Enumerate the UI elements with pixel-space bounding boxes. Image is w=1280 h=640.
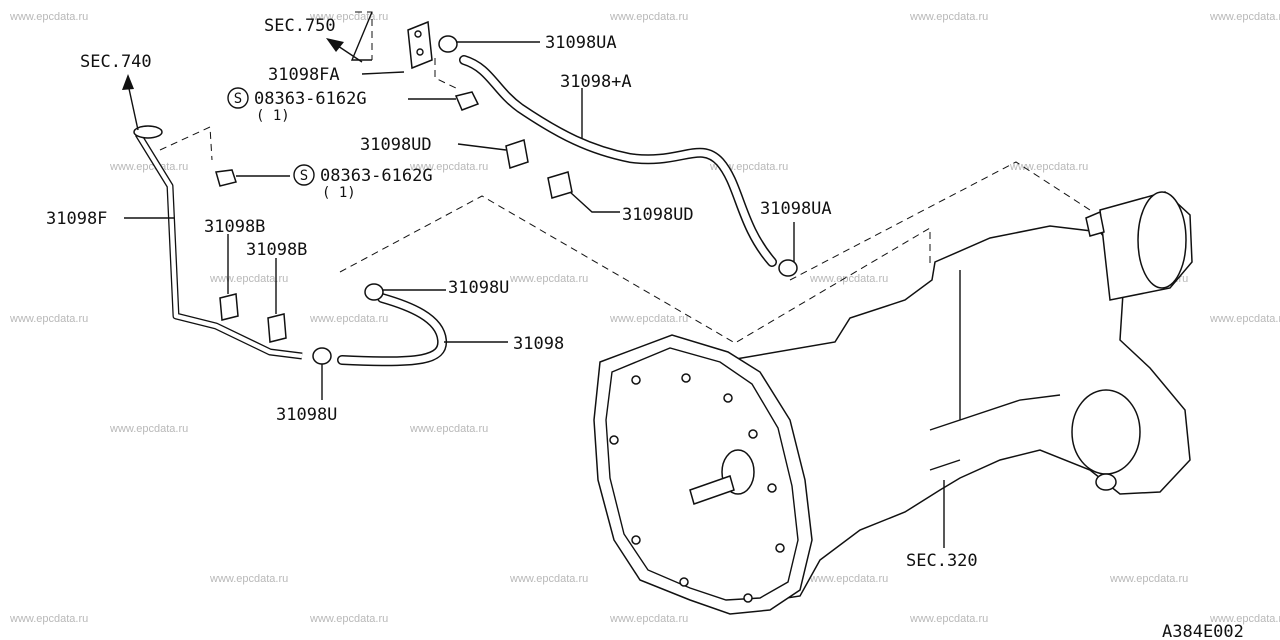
side-cover (1071, 389, 1141, 475)
watermark: www.epcdata.ru (1209, 613, 1280, 625)
label-31098UD-mid: 31098UD (622, 205, 694, 225)
arrow-sec750 (326, 38, 344, 52)
watermark: www.epcdata.ru (909, 613, 988, 625)
label-31098UD-top: 31098UD (360, 135, 432, 155)
watermark: www.epcdata.ru (1109, 573, 1188, 585)
diagram-code: A384E002 (1162, 622, 1244, 640)
watermark: www.epcdata.ru (609, 613, 688, 625)
label-bolt-mid-qty: ( 1) (322, 185, 356, 201)
label-31098UA-right: 31098UA (760, 199, 832, 219)
watermark: www.epcdata.ru (509, 273, 588, 285)
watermark: www.epcdata.ru (9, 11, 88, 23)
watermark: www.epcdata.ru (309, 613, 388, 625)
watermark: www.epcdata.ru (309, 313, 388, 325)
label-31098UA-top: 31098UA (545, 33, 617, 53)
dashed-line-top (434, 58, 461, 91)
arrows (122, 38, 363, 131)
watermark: www.epcdata.ru (409, 161, 488, 173)
label-31098U-mid: 31098U (448, 278, 509, 298)
leader-lines (124, 11, 945, 548)
watermark: www.epcdata.ru (609, 313, 688, 325)
dashed-line-upper (789, 161, 1091, 281)
watermarks: www.epcdata.ru www.epcdata.ru www.epcdat… (9, 11, 1280, 625)
drain-plug (1095, 473, 1117, 491)
bellhousing-flange (605, 347, 799, 601)
hose-31098A (460, 56, 776, 266)
label-sec750: SEC.750 (264, 16, 336, 36)
bracket-31098FA (407, 20, 433, 70)
label-31098B-1: 31098B (204, 217, 265, 237)
bolt-mid (215, 169, 237, 187)
label-31098plusA: 31098+A (560, 72, 632, 92)
labels: SEC.750 SEC.740 SEC.320 31098UA 31098FA … (46, 16, 1244, 640)
hoses (133, 55, 777, 367)
clamp-31098U-mid (364, 283, 384, 301)
watermark: www.epcdata.ru (509, 573, 588, 585)
watermark: www.epcdata.ru (9, 613, 88, 625)
clip-31098B-2 (267, 313, 287, 343)
label-31098U-bottom: 31098U (276, 405, 337, 425)
clip-31098B-1 (219, 293, 239, 321)
watermark: www.epcdata.ru (9, 313, 88, 325)
watermark: www.epcdata.ru (1209, 11, 1280, 23)
watermark: www.epcdata.ru (409, 423, 488, 435)
clamp-31098U-bottom (312, 347, 332, 365)
clamp-31098UA-top (438, 35, 458, 53)
label-31098F: 31098F (46, 209, 107, 229)
label-sec320: SEC.320 (906, 551, 978, 571)
tube-flange (133, 125, 163, 139)
watermark: www.epcdata.ru (209, 573, 288, 585)
bolt-top (454, 91, 480, 111)
label-bolt-top: 08363-6162G (254, 89, 367, 109)
transmission-assembly (593, 191, 1193, 615)
watermark: www.epcdata.ru (809, 273, 888, 285)
arrow-sec740 (122, 74, 134, 90)
label-bolt-mid: 08363-6162G (320, 166, 433, 186)
s-mark-icon (227, 87, 249, 109)
watermark: www.epcdata.ru (1209, 313, 1280, 325)
rear-output-cover (1137, 191, 1187, 289)
clamp-31098UA-right (778, 259, 798, 277)
label-31098B-2: 31098B (246, 240, 307, 260)
flange-bolt-holes (609, 373, 785, 603)
s-symbols: S S (227, 87, 315, 186)
tube-31098F (136, 132, 303, 359)
dashed-line-left (159, 126, 213, 161)
clip-31098UD-mid (547, 171, 573, 199)
watermark: www.epcdata.ru (609, 11, 688, 23)
label-31098FA: 31098FA (268, 65, 340, 85)
label-31098: 31098 (513, 334, 564, 354)
hose-31098 (338, 294, 446, 365)
label-sec740: SEC.740 (80, 52, 152, 72)
label-bolt-top-qty: ( 1) (256, 108, 290, 124)
watermark: www.epcdata.ru (1009, 161, 1088, 173)
watermark: www.epcdata.ru (109, 161, 188, 173)
watermark: www.epcdata.ru (809, 573, 888, 585)
breather-nipple (1085, 210, 1105, 237)
s-mark-text: S (234, 91, 242, 107)
input-shaft (689, 475, 735, 505)
clip-31098UD-top (505, 139, 529, 169)
s-mark-icon (293, 164, 315, 186)
bellhousing (593, 334, 813, 615)
watermark: www.epcdata.ru (909, 11, 988, 23)
s-mark-text: S (300, 168, 308, 184)
watermark: www.epcdata.ru (209, 273, 288, 285)
watermark: www.epcdata.ru (109, 423, 188, 435)
